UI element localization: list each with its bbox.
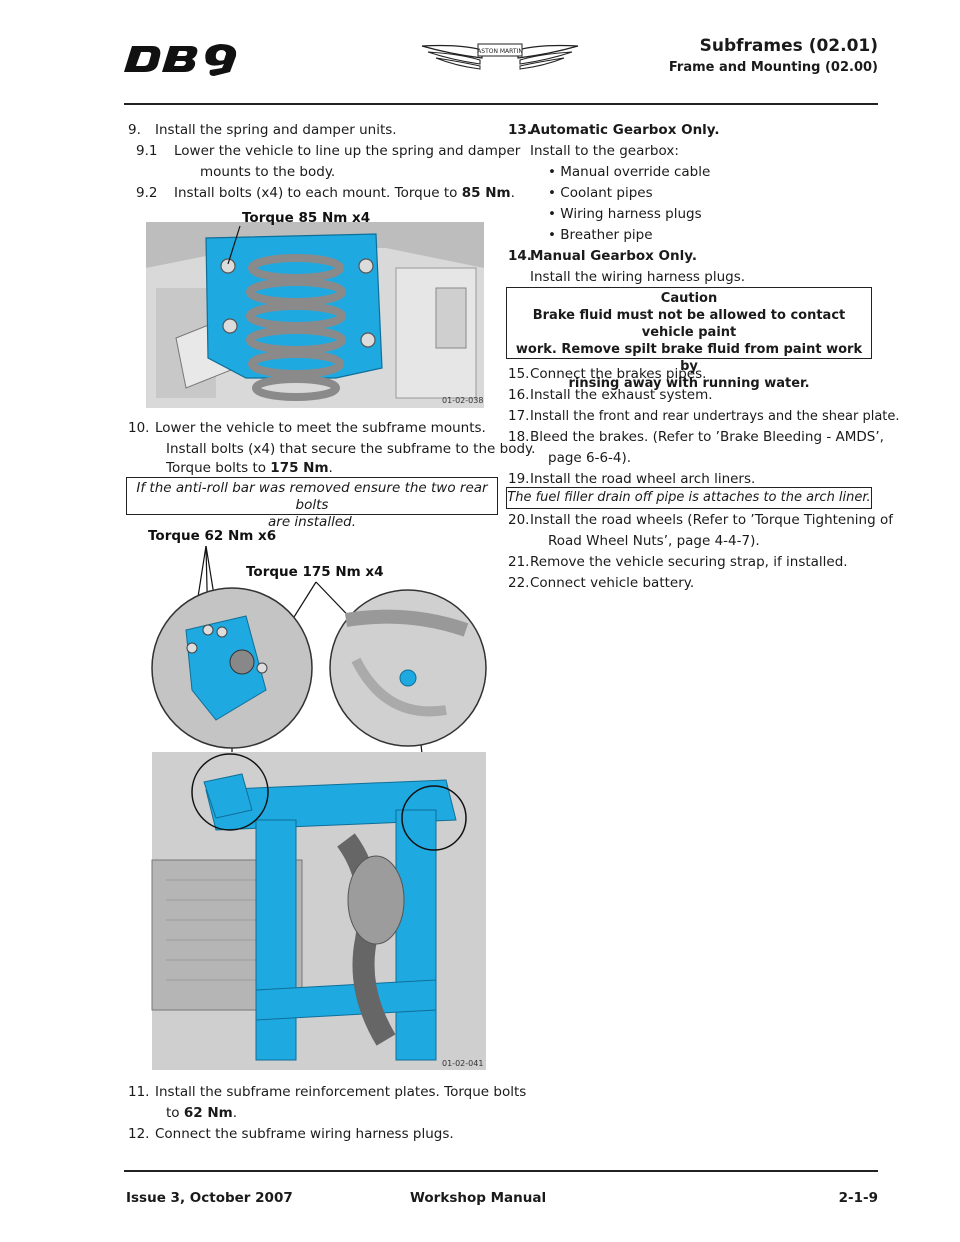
fig1-torque-label: Torque 85 Nm x4 xyxy=(242,210,370,226)
fig2-torque-175-label: Torque 175 Nm x4 xyxy=(246,564,384,580)
detail-circle-right xyxy=(329,589,487,747)
footer-issue: Issue 3, October 2007 xyxy=(126,1190,293,1206)
detail-circle-main-right xyxy=(401,785,467,851)
footer-page-number: 2-1-9 xyxy=(838,1190,878,1206)
fig2-code: 01-02-041 xyxy=(442,1059,483,1068)
db9-logo xyxy=(124,44,237,76)
detail-circle-main-left xyxy=(191,753,269,831)
bullet-item: • Wiring harness plugs xyxy=(548,206,702,222)
page-title: Subframes (02.01) xyxy=(699,36,878,56)
page-subtitle: Frame and Mounting (02.00) xyxy=(668,60,878,75)
caution-box: Caution Brake fluid must not be allowed … xyxy=(506,287,872,391)
footer-manual: Workshop Manual xyxy=(410,1190,547,1206)
subframe-figure: Torque 62 Nm x6 Torque 175 Nm x4 xyxy=(146,520,492,1076)
aston-martin-wings-logo: ASTON MARTIN xyxy=(421,43,579,70)
bullet-item: • Breather pipe xyxy=(548,227,653,243)
spring-damper-figure: Torque 85 Nm x4 01-02-038 xyxy=(146,208,484,408)
bullet-item: • Manual override cable xyxy=(548,164,711,180)
fig2-torque-62-label: Torque 62 Nm x6 xyxy=(148,528,276,544)
anti-roll-bar-note: If the anti-roll bar was removed ensure … xyxy=(126,477,498,530)
footer-rule xyxy=(124,1170,878,1172)
coil-spring xyxy=(246,254,346,401)
badge-text: ASTON MARTIN xyxy=(477,48,523,55)
detail-circle-left xyxy=(151,587,313,749)
bullet-item: • Coolant pipes xyxy=(548,185,653,201)
header-rule xyxy=(124,103,878,105)
fuel-filler-note: The fuel filler drain off pipe is attach… xyxy=(506,487,872,509)
fig1-code: 01-02-038 xyxy=(442,396,483,405)
